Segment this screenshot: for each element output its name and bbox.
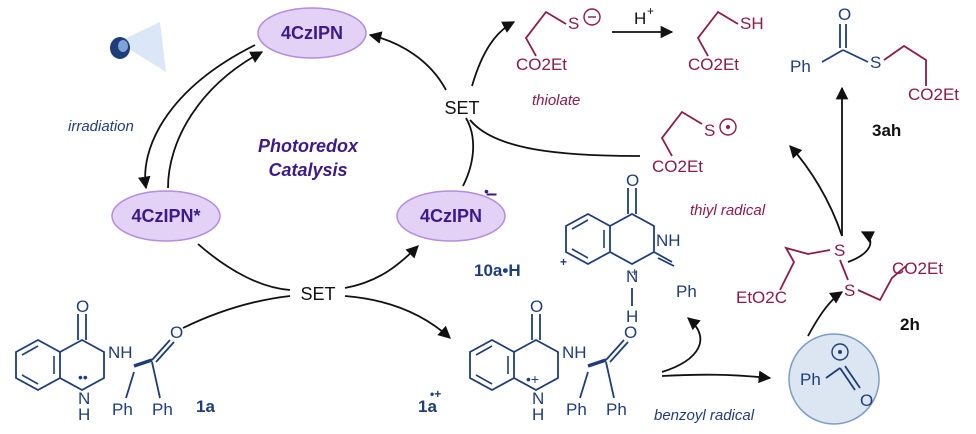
1ar-Ph-1: Ph — [566, 400, 587, 419]
catalyst-ground: 4CzIPN — [257, 7, 367, 59]
compound-1a-radical-cation-structure: O NH •+ N H Ph O Ph — [469, 297, 637, 424]
thiol-SH: SH — [740, 14, 764, 33]
label-3ah: 3ah — [872, 121, 901, 140]
proton-label: H — [634, 9, 646, 28]
thiyl-S: S — [704, 121, 715, 140]
label-10a-charge: + — [560, 255, 567, 269]
catalyst-excited-label: 4CzIPN* — [131, 206, 200, 226]
1a-O-ring: O — [76, 297, 89, 316]
3ah-S: S — [870, 53, 881, 72]
label-2h: 2h — [900, 315, 920, 334]
curly-arrow-1 — [847, 231, 875, 263]
excitation-arrow — [138, 44, 256, 190]
10a-Ph: Ph — [676, 282, 697, 301]
2h-S-top: S — [834, 241, 845, 260]
set-to-reduced-arrow — [344, 245, 419, 289]
thiol-structure: SH CO2Et — [688, 10, 764, 74]
benzoyl-O: O — [860, 391, 873, 410]
1a-H: H — [78, 405, 90, 424]
compound-10a-structure: O NH N + H Ph — [565, 171, 697, 326]
lamp-icon — [110, 22, 166, 72]
1ar-NH-top: NH — [562, 343, 587, 362]
irradiation-label: irradiation — [68, 118, 134, 135]
thiol-ester: CO2Et — [688, 55, 739, 74]
label-1a: 1a — [196, 397, 215, 416]
set-to-thiolate-arrow — [471, 21, 516, 87]
set-to-1a-radical-arrow — [344, 295, 451, 339]
10a-plus: + — [631, 265, 638, 279]
1ar-N: N — [532, 389, 544, 408]
thiyl-label: thiyl radical — [690, 202, 766, 219]
set-label-bottom: SET — [300, 284, 335, 304]
proton-charge: + — [647, 4, 654, 18]
1a-Ph-2: Ph — [152, 400, 173, 419]
thiyl-to-set-arrow — [469, 119, 641, 157]
2h-ester-right: CO2Et — [892, 259, 943, 278]
catalyst-excited: 4CzIPN* — [111, 190, 221, 242]
benzoyl-radical-structure: Ph O — [788, 333, 880, 425]
1ar-H: H — [532, 405, 544, 424]
1a-to-set-arrow — [182, 295, 291, 329]
benzoyl-label: benzoyl radical — [654, 407, 755, 424]
catalyst-ground-label: 4CzIPN — [281, 23, 343, 43]
cycle-right-arrow-lower — [462, 117, 475, 187]
benzoyl-Ph: Ph — [800, 370, 821, 389]
3ah-ester: CO2Et — [908, 85, 959, 104]
10a-N: N — [626, 267, 638, 286]
1a-NH-top: NH — [108, 343, 133, 362]
10a-O: O — [626, 171, 639, 190]
excited-to-set-arrow — [197, 243, 291, 291]
cycle-title-line2: Catalysis — [268, 160, 347, 180]
cycle-title-line1: Photoredox — [258, 136, 359, 156]
relaxation-arrow — [167, 51, 264, 189]
set-label-top: SET — [444, 98, 479, 118]
1a-Ph-1: Ph — [112, 400, 133, 419]
1a-N: N — [78, 389, 90, 408]
product-3ah-structure: O Ph S CO2Et — [790, 5, 959, 104]
fragmentation-arrow — [661, 370, 772, 384]
thiyl-radical-structure: S CO2Et — [652, 110, 737, 176]
catalyst-reduced: 4CzIPN – • — [396, 183, 506, 242]
compound-1a-structure: O NH •• N H Ph O Ph — [15, 297, 183, 424]
10a-NH: NH — [656, 231, 681, 250]
1ar-O-ring: O — [530, 297, 543, 316]
1a-lone-pair: •• — [78, 369, 88, 385]
catalyst-reduced-label: 4CzIPN — [420, 206, 482, 226]
thiolate-label: thiolate — [532, 92, 580, 109]
3ah-O: O — [838, 5, 851, 24]
1a-O-keto: O — [170, 323, 183, 342]
label-1a-radical: 1a — [418, 397, 437, 416]
2h-ester-left: EtO2C — [736, 288, 787, 307]
3ah-Ph: Ph — [790, 57, 811, 76]
to-thiyl-arrow — [789, 145, 843, 237]
1ar-charge-on-N: •+ — [526, 371, 539, 387]
label-1a-radical-charge: •+ — [430, 387, 441, 401]
catalyst-reduced-charge: – — [486, 183, 497, 205]
cycle-right-arrow-upper — [368, 31, 447, 91]
catalyst-reduced-dot: • — [484, 183, 489, 199]
thiyl-ester: CO2Et — [652, 157, 703, 176]
1ar-Ph-2: Ph — [606, 400, 627, 419]
10a-H: H — [626, 307, 638, 326]
thiolate-structure: S CO2Et — [516, 8, 601, 74]
thiolate-ester: CO2Et — [516, 55, 567, 74]
disulfide-2h-structure: EtO2C S S CO2Et — [736, 241, 943, 307]
curly-arrow-2 — [807, 291, 844, 337]
label-10a: 10a•H — [474, 261, 521, 280]
2h-S-bottom: S — [844, 281, 855, 300]
thiolate-S: S — [568, 14, 579, 33]
1ar-O-keto: O — [624, 323, 637, 342]
to-10a-arrow — [661, 317, 702, 373]
